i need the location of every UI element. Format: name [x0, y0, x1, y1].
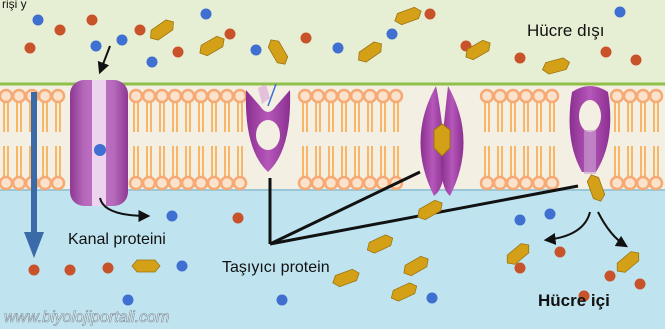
blue-molecule [615, 7, 626, 18]
red-molecule [555, 247, 566, 258]
blue-molecule [201, 9, 212, 20]
red-molecule [631, 55, 642, 66]
blue-molecule [545, 209, 556, 220]
watermark: www.biyolojiportali.com [4, 309, 169, 326]
red-molecule [173, 47, 184, 58]
blue-molecule [117, 35, 128, 46]
label-inside: Hücre içi [538, 291, 610, 310]
blue-molecule [147, 57, 158, 68]
blue-molecule [91, 41, 102, 52]
blue-molecule [177, 261, 188, 272]
red-molecule [515, 53, 526, 64]
red-molecule [425, 9, 436, 20]
blue-molecule [427, 293, 438, 304]
blue-molecule [251, 45, 262, 56]
blue-molecule [167, 211, 178, 222]
red-molecule [103, 263, 114, 274]
label-channel-protein: Kanal proteini [68, 231, 166, 248]
red-molecule [635, 279, 646, 290]
label-carrier-protein: Taşıyıcı protein [222, 259, 330, 276]
red-molecule [515, 263, 526, 274]
red-molecule [225, 29, 236, 40]
red-molecule [135, 25, 146, 36]
red-molecule [65, 265, 76, 276]
blue-molecule [33, 15, 44, 26]
red-molecule [301, 33, 312, 44]
red-molecule [55, 25, 66, 36]
blue-molecule [387, 29, 398, 40]
blue-molecule [123, 295, 134, 306]
red-molecule [25, 43, 36, 54]
channel-protein-icon [70, 80, 128, 206]
gold-molecule [132, 260, 160, 272]
red-molecule [601, 47, 612, 58]
blue-molecule [277, 295, 288, 306]
blue-molecule [333, 43, 344, 54]
red-molecule [605, 271, 616, 282]
red-molecule [87, 15, 98, 26]
label-outside: Hücre dışı [527, 21, 604, 40]
red-molecule [233, 213, 244, 224]
blue-molecule [515, 215, 526, 226]
red-molecule [29, 265, 40, 276]
header-fragment: rişi y [2, 0, 27, 11]
